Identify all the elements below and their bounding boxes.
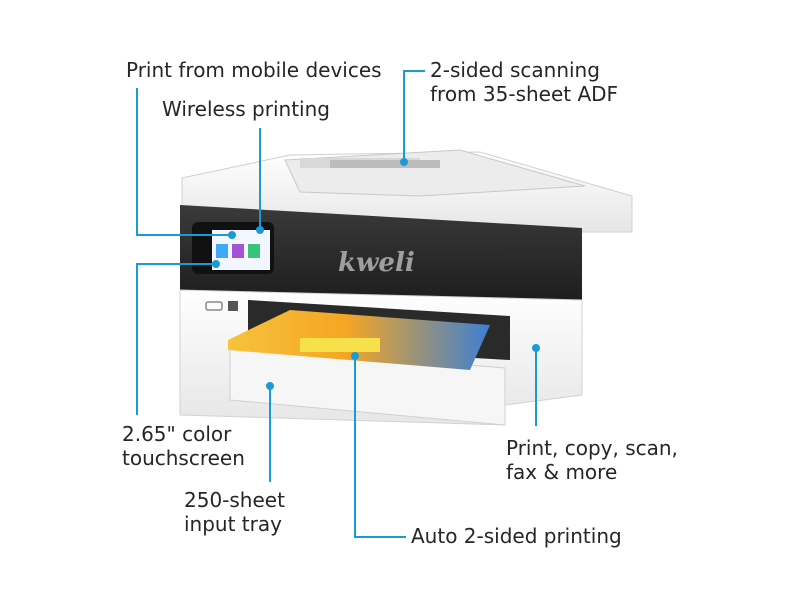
label-touchscreen-line1: 2.65" color bbox=[122, 422, 232, 446]
callout-line-mobile-h bbox=[136, 234, 232, 236]
callout-line-touchscreen-h bbox=[136, 263, 216, 265]
label-touchscreen-line2: touchscreen bbox=[122, 446, 245, 470]
label-touchscreen: 2.65" color touchscreen bbox=[122, 422, 245, 470]
label-tray-line2: input tray bbox=[184, 512, 282, 536]
callout-line-wireless bbox=[259, 128, 261, 230]
label-functions-line2: fax & more bbox=[506, 460, 618, 484]
label-scanning: 2-sided scanning from 35-sheet ADF bbox=[430, 58, 618, 106]
label-tray: 250-sheet input tray bbox=[184, 488, 285, 536]
callout-dot-mobile bbox=[228, 231, 236, 239]
callout-line-mobile-v bbox=[136, 88, 138, 235]
callout-line-functions bbox=[535, 348, 537, 426]
label-tray-line1: 250-sheet bbox=[184, 488, 285, 512]
callout-dot-touchscreen bbox=[212, 260, 220, 268]
callout-line-scanning-v bbox=[403, 70, 405, 162]
label-print-mobile: Print from mobile devices bbox=[126, 58, 382, 82]
label-functions-line1: Print, copy, scan, bbox=[506, 436, 678, 460]
callout-line-touchscreen-v bbox=[136, 263, 138, 415]
label-wireless: Wireless printing bbox=[162, 97, 330, 121]
callout-line-duplex-v bbox=[354, 356, 356, 538]
callout-dot-scanning bbox=[400, 158, 408, 166]
adf-paper bbox=[330, 160, 440, 168]
label-duplex: Auto 2-sided printing bbox=[411, 524, 622, 548]
front-panel bbox=[180, 205, 582, 300]
label-scanning-line1: 2-sided scanning bbox=[430, 58, 600, 82]
callout-line-tray bbox=[269, 386, 271, 482]
kweli-watermark: kweli bbox=[338, 248, 415, 278]
callout-line-scanning-h bbox=[403, 70, 425, 72]
callout-dot-wireless bbox=[256, 226, 264, 234]
label-functions: Print, copy, scan, fax & more bbox=[506, 436, 678, 484]
callout-line-duplex-h bbox=[354, 536, 406, 538]
label-scanning-line2: from 35-sheet ADF bbox=[430, 82, 619, 106]
